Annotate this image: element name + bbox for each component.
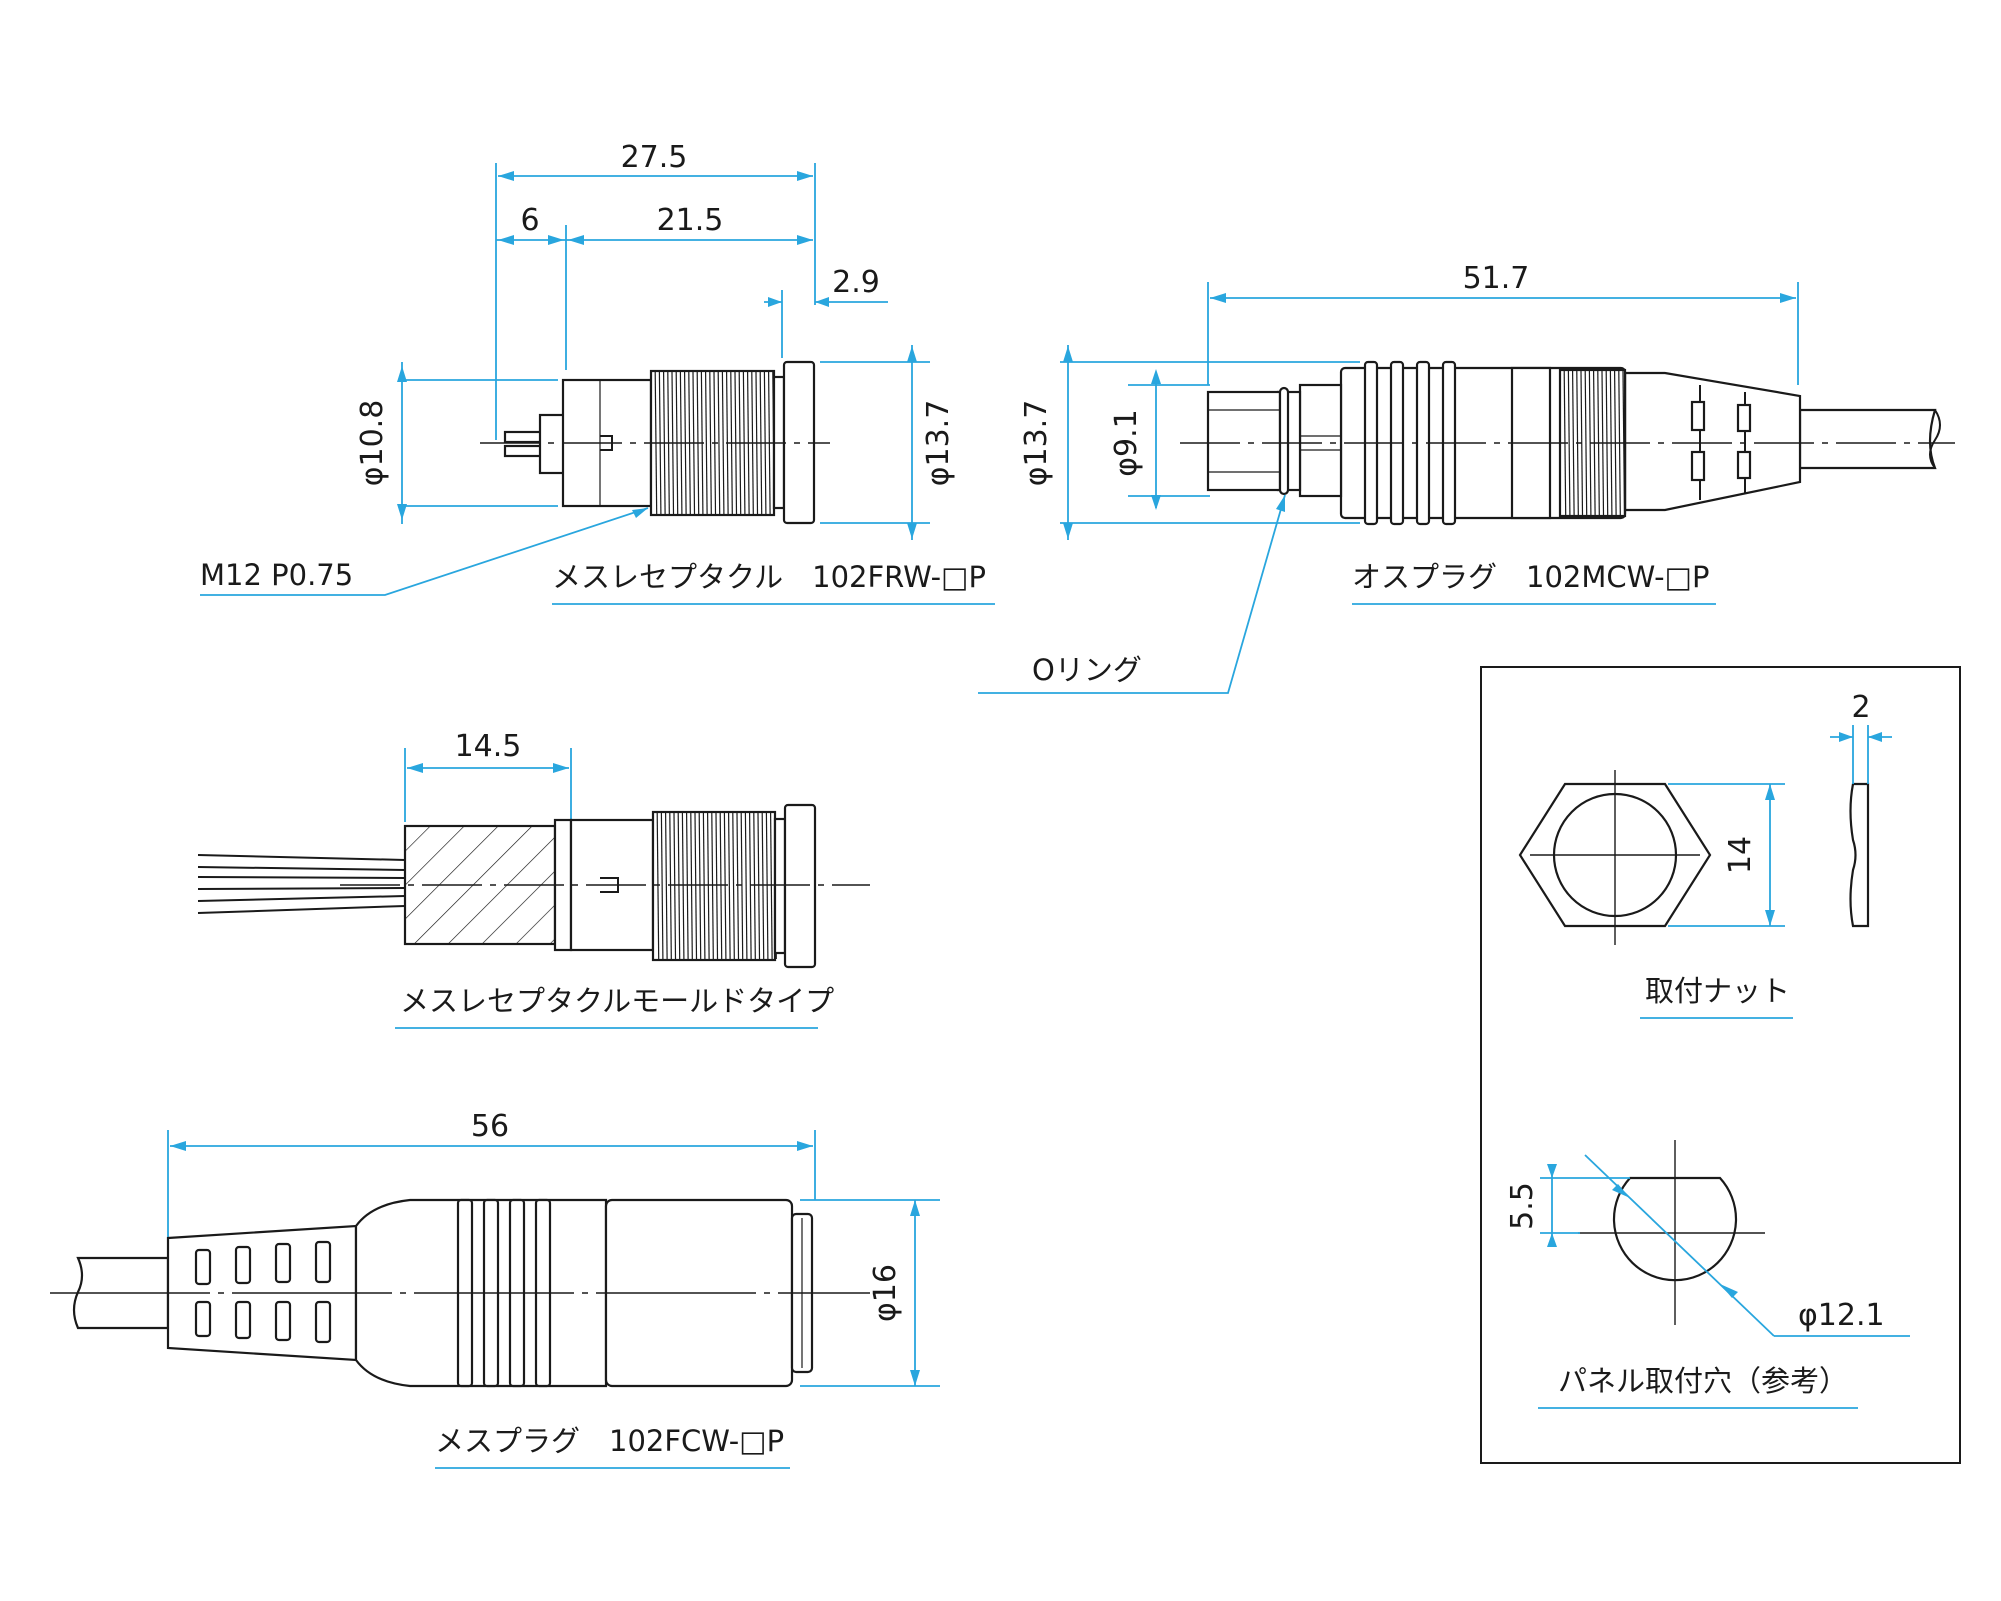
dim-plug-length-label: 51.7 xyxy=(1463,261,1530,296)
dimension-flange-diameter xyxy=(907,345,917,540)
thread-line xyxy=(698,812,702,960)
dia-plug-inner-label: φ9.1 xyxy=(1109,409,1144,477)
thread-line xyxy=(1567,370,1571,516)
thread-line xyxy=(1584,370,1588,516)
thread-line xyxy=(721,371,725,515)
oring-note-label: Oリング xyxy=(1032,653,1142,687)
male-plug-caption: オスプラグ 102MCW-□P xyxy=(1352,560,1709,594)
thread-line xyxy=(744,812,748,960)
thread-note-label: M12 P0.75 xyxy=(200,558,353,592)
mounting-nut-caption: 取付ナット xyxy=(1645,974,1790,1008)
thread-line xyxy=(707,812,710,960)
female-plug-view: 56 φ16 メスプラグ 102FCW-□P xyxy=(50,1109,940,1469)
thread-line xyxy=(753,812,756,960)
dimension-total-length xyxy=(498,171,813,181)
dim-pin-length-label: 6 xyxy=(520,203,539,238)
thread-line xyxy=(673,812,677,960)
male-plug-view: 51.7 φ13.7 φ9.1 xyxy=(978,261,1955,694)
thread-line xyxy=(728,812,731,960)
dimension-female-plug-diameter xyxy=(910,1200,920,1386)
molded-receptacle-caption: メスレセプタクルモールドタイプ xyxy=(400,984,834,1018)
dimension-body-diameter xyxy=(397,362,407,524)
dia-flange-label: φ13.7 xyxy=(921,400,956,487)
thread-line xyxy=(690,812,693,960)
dimension-plug-length xyxy=(1210,293,1796,303)
dim-body-length-label: 21.5 xyxy=(657,203,724,238)
dia-plug-outer-label: φ13.7 xyxy=(1019,400,1054,487)
dimension-pin-and-body xyxy=(496,235,813,245)
dimension-flange-thickness xyxy=(764,297,888,307)
dia-body-label: φ10.8 xyxy=(355,400,390,487)
thread-line xyxy=(719,812,723,960)
dim-nut-across-flats-label: 14 xyxy=(1723,836,1758,874)
panel-cutout-view: 5.5 φ12.1 パネル取付穴（参考） xyxy=(1505,1140,1910,1409)
receptacle-caption: メスレセプタクル 102FRW-□P xyxy=(552,560,986,594)
thread-line xyxy=(702,812,706,960)
receptacle-view: 27.5 6 21.5 2.9 φ10.8 xyxy=(200,140,995,605)
dia-female-plug-label: φ16 xyxy=(868,1264,903,1322)
mounting-nut-view: 14 2 取付ナット xyxy=(1518,690,1892,1019)
dia-cutout-label: φ12.1 xyxy=(1798,1298,1885,1333)
female-plug-caption: メスプラグ 102FCW-□P xyxy=(435,1424,784,1458)
molded-receptacle-view: 14.5 メスレセプタクルモールドタイプ xyxy=(197,729,870,1029)
dimension-plug-inner-diameter xyxy=(1151,369,1161,510)
dim-cutout-flat-label: 5.5 xyxy=(1505,1182,1540,1230)
thread-line xyxy=(686,812,689,960)
dimension-female-plug-length xyxy=(170,1141,813,1151)
dimension-nut-across-flats xyxy=(1765,784,1775,926)
thread-line xyxy=(669,812,672,960)
dim-female-plug-length-label: 56 xyxy=(471,1109,509,1144)
thread-line xyxy=(681,812,685,960)
dim-nut-thickness-label: 2 xyxy=(1851,690,1870,725)
thread-line xyxy=(723,812,727,960)
dim-mold-length-label: 14.5 xyxy=(455,729,522,764)
thread-line xyxy=(656,812,660,960)
thread-line xyxy=(732,812,735,960)
panel-cutout-caption: パネル取付穴（参考） xyxy=(1558,1364,1848,1398)
thread-line xyxy=(705,371,708,515)
thread-line xyxy=(715,812,719,960)
dim-total-length-label: 27.5 xyxy=(621,140,688,175)
thread-line xyxy=(757,812,761,960)
dimension-nut-thickness xyxy=(1830,732,1892,742)
accessory-box: 14 2 取付ナット xyxy=(1480,666,1961,1464)
thread-line xyxy=(711,812,714,960)
thread-line xyxy=(740,812,744,960)
thread-line xyxy=(677,812,681,960)
thread-line xyxy=(709,371,712,515)
dimension-cutout-flat xyxy=(1547,1164,1557,1247)
thread-line xyxy=(694,812,698,960)
thread-line xyxy=(765,812,769,960)
thread-line xyxy=(1572,370,1575,516)
thread-line xyxy=(770,812,773,960)
dim-flange-thickness-label: 2.9 xyxy=(832,265,880,300)
thread-line xyxy=(749,812,752,960)
thread-line xyxy=(665,812,668,960)
dimension-plug-outer-diameter xyxy=(1063,345,1073,540)
dimension-mold-length xyxy=(407,763,569,773)
thread-line xyxy=(761,812,765,960)
thread-line xyxy=(717,371,721,515)
thread-line xyxy=(736,812,740,960)
thread-line xyxy=(660,812,664,960)
